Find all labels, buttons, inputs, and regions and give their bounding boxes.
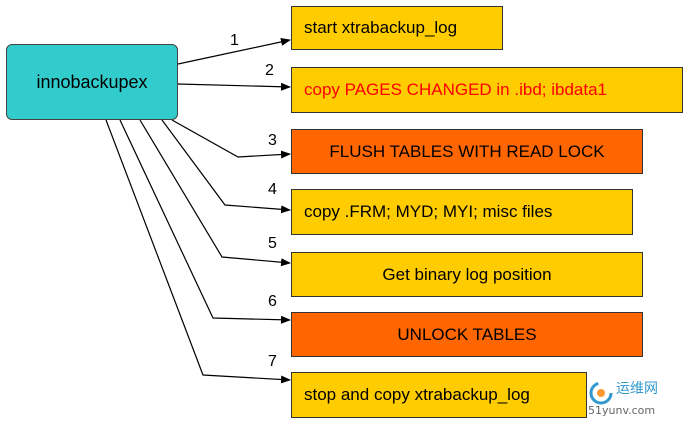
arrow-step-2 xyxy=(177,82,291,91)
arrow-step-4 xyxy=(161,119,291,214)
step-label-4: copy .FRM; MYD; MYI; misc files xyxy=(304,202,553,221)
arrow-step-6 xyxy=(119,119,291,324)
arrow-step-3 xyxy=(171,119,291,159)
step-number-7: 7 xyxy=(268,353,277,370)
watermark-line1: 运维网 xyxy=(616,381,658,397)
watermark-logo-icon xyxy=(589,381,613,405)
step-label-7: stop and copy xtrabackup_log xyxy=(304,385,530,404)
step-box-2: copy PAGES CHANGED in .ibd; ibdata1 xyxy=(291,67,683,113)
arrow-step-7 xyxy=(105,119,291,384)
step-number-2: 2 xyxy=(265,62,274,79)
step-label-2: copy PAGES CHANGED in .ibd; ibdata1 xyxy=(304,80,607,99)
innobackupex-label: innobackupex xyxy=(36,71,148,92)
step-box-6: UNLOCK TABLES xyxy=(291,312,643,357)
step-label-5: Get binary log position xyxy=(382,264,552,284)
step-label-3: FLUSH TABLES WITH READ LOCK xyxy=(329,141,605,161)
step-box-1: start xtrabackup_log xyxy=(291,6,503,50)
step-number-3: 3 xyxy=(268,132,277,149)
arrow-step-1 xyxy=(177,37,291,65)
step-number-6: 6 xyxy=(268,293,277,310)
step-number-1: 1 xyxy=(230,32,239,49)
arrow-step-5 xyxy=(139,119,291,267)
step-box-7: stop and copy xtrabackup_log xyxy=(291,372,587,418)
innobackupex-node: innobackupex xyxy=(6,44,178,120)
watermark: 运维网 51yunv.com xyxy=(586,376,686,424)
step-number-5: 5 xyxy=(268,235,277,252)
watermark-line2: 51yunv.com xyxy=(588,404,656,417)
step-box-5: Get binary log position xyxy=(291,252,643,297)
step-number-4: 4 xyxy=(268,181,277,198)
step-label-6: UNLOCK TABLES xyxy=(397,324,537,344)
step-box-4: copy .FRM; MYD; MYI; misc files xyxy=(291,189,633,235)
step-label-1: start xtrabackup_log xyxy=(304,18,458,37)
step-box-3: FLUSH TABLES WITH READ LOCK xyxy=(291,129,643,174)
